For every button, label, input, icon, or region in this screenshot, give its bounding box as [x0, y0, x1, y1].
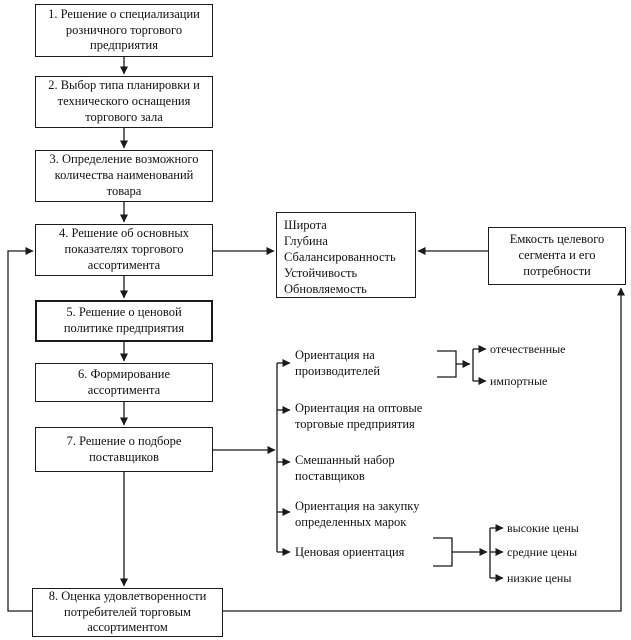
producer-type-domestic: отечественные [490, 342, 566, 356]
indicator-line: Широта [284, 218, 327, 232]
supplier-option-2: Ориентация на оптовые торговые предприят… [295, 401, 423, 431]
supplier-option-4: Ориентация на закупку определенных марок [295, 499, 420, 529]
process-box-3: 3. Определение возможного количества наи… [35, 150, 213, 202]
process-box-5: 5. Решение о ценовой политике предприяти… [35, 300, 213, 342]
process-box-8: 8. Оценка удовлетворенности потребителей… [32, 588, 223, 637]
assortment-indicators-box: Широта Глубина Сбалансированность Устойч… [276, 212, 416, 298]
process-box-2: 2. Выбор типа планировки и технического … [35, 76, 213, 128]
price-level-high: высокие цены [507, 521, 579, 535]
process-box-4: 4. Решение об основных показателях торго… [35, 224, 213, 276]
target-segment-box: Емкость целевого сегмента и его потребно… [488, 227, 626, 285]
indicator-line: Глубина [284, 234, 328, 248]
indicator-line: Сбалансированность [284, 250, 396, 264]
supplier-option-1: Ориентация на производителей [295, 348, 381, 378]
process-box-1: 1. Решение о специализации розничного то… [35, 4, 213, 57]
supplier-option-3: Смешанный набор поставщиков [295, 453, 395, 483]
process-box-6: 6. Формирование ассортимента [35, 363, 213, 402]
indicator-line: Устойчивость [284, 266, 358, 280]
process-box-7: 7. Решение о подборе поставщиков [35, 427, 213, 472]
indicator-line: Обновляемость [284, 282, 367, 296]
producer-type-imported: импортные [490, 374, 548, 388]
price-level-low: низкие цены [507, 571, 572, 585]
price-level-medium: средние цены [507, 545, 578, 559]
supplier-option-5: Ценовая ориентация [295, 545, 405, 559]
